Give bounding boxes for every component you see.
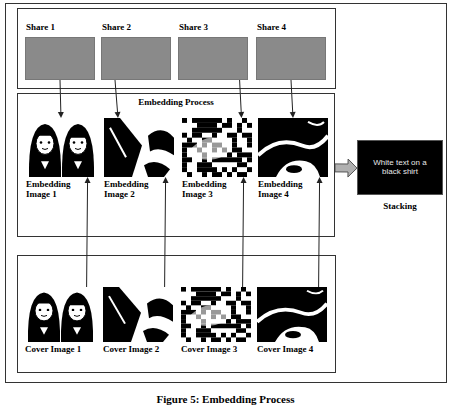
share-box: Share 2 bbox=[101, 37, 171, 80]
halftone-picture bbox=[26, 118, 96, 177]
caption-holder: Figure 5: Embedding Process bbox=[0, 389, 451, 407]
panel-heading: Embedding Process bbox=[18, 98, 334, 108]
embedding-image: Embedding Image 2 bbox=[104, 118, 174, 177]
arrow-head bbox=[163, 177, 169, 183]
covers-panel bbox=[18, 256, 336, 373]
arrow-connector bbox=[241, 177, 247, 287]
halftone-picture bbox=[103, 287, 173, 342]
arrow-line bbox=[60, 80, 62, 113]
shares-panel bbox=[18, 9, 336, 89]
arrow-connector bbox=[163, 177, 169, 287]
arrow-connector bbox=[58, 80, 64, 118]
share-box: Share 1 bbox=[25, 37, 95, 80]
share-label: Share 3 bbox=[179, 23, 247, 33]
figure-caption: Figure 5: Embedding Process bbox=[156, 393, 294, 405]
arrow-line bbox=[164, 182, 166, 287]
block-arrow bbox=[335, 159, 357, 177]
arrow-line bbox=[115, 80, 118, 113]
figure-frame bbox=[6, 4, 447, 383]
arrow-line bbox=[86, 182, 88, 287]
stacking-result: White text on a black shirtStacking bbox=[357, 140, 443, 195]
arrow-head bbox=[58, 112, 64, 118]
share-box: Share 4 bbox=[256, 37, 326, 80]
embedding-image: Embedding Image 3 bbox=[182, 118, 252, 177]
arrow-head bbox=[317, 177, 323, 183]
image-label: Cover Image 3 bbox=[181, 345, 251, 355]
arrow-line bbox=[291, 80, 293, 113]
image-label: Embedding Image 4 bbox=[258, 180, 310, 200]
arrow-head bbox=[85, 177, 91, 183]
block-arrow-shape bbox=[335, 159, 357, 177]
share-box: Share 3 bbox=[178, 37, 248, 80]
halftone-picture bbox=[104, 118, 174, 177]
halftone-picture bbox=[257, 287, 327, 342]
cover-image: Cover Image 4 bbox=[257, 287, 327, 342]
image-label: Embedding Image 1 bbox=[26, 180, 78, 200]
image-label: Embedding Image 2 bbox=[104, 180, 156, 200]
image-label: Cover Image 1 bbox=[25, 345, 95, 355]
cover-image: Cover Image 1 bbox=[25, 287, 95, 342]
cover-image: Cover Image 3 bbox=[181, 287, 251, 342]
arrow-connector bbox=[115, 80, 121, 118]
image-label: Cover Image 4 bbox=[257, 345, 327, 355]
arrow-head bbox=[115, 112, 121, 118]
arrow-line bbox=[318, 182, 320, 287]
embedding-image: Embedding Image 4 bbox=[258, 118, 328, 177]
arrow-connector bbox=[290, 80, 296, 118]
arrow-head bbox=[290, 112, 296, 118]
embedding-image: Embedding Image 1 bbox=[26, 118, 96, 177]
halftone-picture bbox=[182, 118, 252, 177]
stacking-label: Stacking bbox=[358, 202, 442, 212]
embedding-panel: Embedding ProcessEmbedding Image 1Embedd… bbox=[17, 93, 335, 237]
arrow-head bbox=[238, 112, 244, 118]
halftone-picture bbox=[181, 287, 251, 342]
arrow-connector bbox=[85, 177, 91, 287]
share-label: Share 1 bbox=[26, 23, 94, 33]
image-label: Cover Image 2 bbox=[103, 345, 173, 355]
share-label: Share 2 bbox=[102, 23, 170, 33]
arrow-line bbox=[240, 80, 242, 113]
halftone-picture bbox=[258, 118, 328, 177]
halftone-picture bbox=[25, 287, 95, 342]
arrow-connector bbox=[317, 177, 323, 287]
image-label: Embedding Image 3 bbox=[182, 180, 234, 200]
arrow-line bbox=[242, 182, 244, 287]
share-label: Share 4 bbox=[257, 23, 325, 33]
arrow-head bbox=[241, 177, 247, 183]
cover-image: Cover Image 2 bbox=[103, 287, 173, 342]
revealed-secret: White text on a black shirt bbox=[358, 141, 442, 194]
arrow-connector bbox=[238, 80, 244, 118]
